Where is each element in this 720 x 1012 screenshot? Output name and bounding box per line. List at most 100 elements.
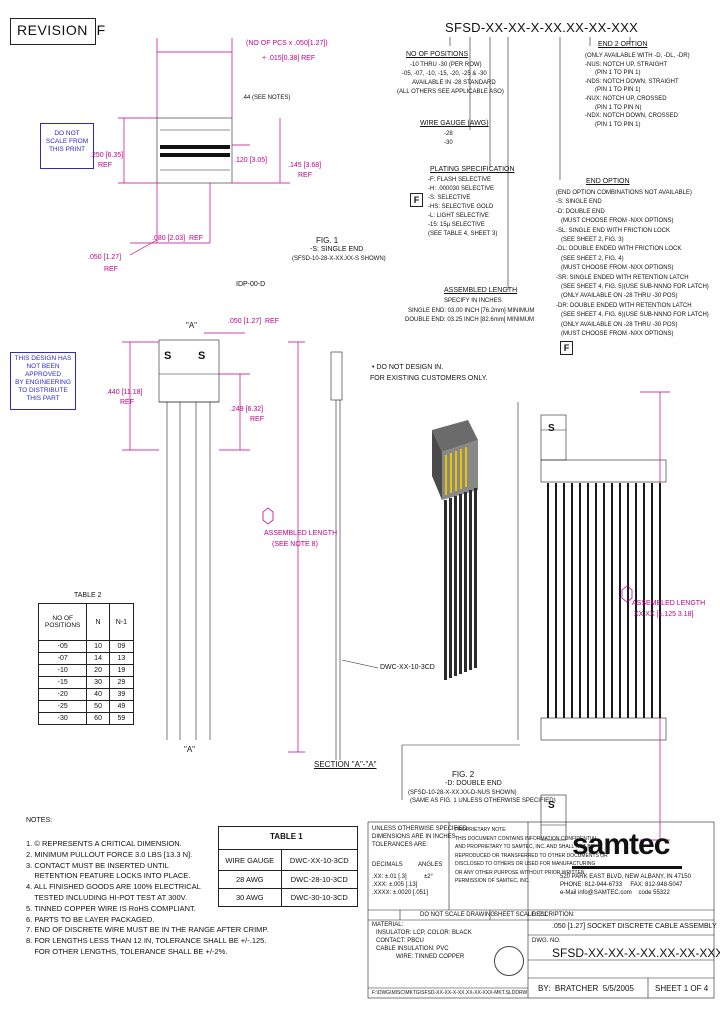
drawn-by: BY: BRATCHER 5/5/2005 [538,984,634,993]
design-note-line4: TO DISTRIBUTE [18,387,68,394]
end2-option-line-9: (PIN 1 TO PIN 1) [585,121,641,128]
wire-gauge-30: -30 [444,140,453,146]
note-line-8: 6. PARTS TO BE LAYER PACKAGED. [26,914,155,924]
address-line3: e-Mail info@SAMTEC.com code 55322 [560,890,670,896]
note-line-1: 1. © REPRESENTS A CRITICAL DIMENSION. [26,839,182,848]
end2-option-line-6: -NUX: NOTCH UP, CROSSED [585,96,667,102]
idp-label: IDP-00-D [236,281,266,288]
table1-header-dwc: DWC-XX-10-3CD [280,849,359,871]
material-cable: CABLE INSULATION: PVC [376,946,449,952]
table1-header-row: WIRE GAUGE DWC-XX-10-3CD [218,849,359,871]
do-not-design-line1: • DO NOT DESIGN IN. [372,364,444,371]
end-option-line-7: -DL: DOUBLE ENDED WITH FRICTION LOCK [556,246,682,253]
side-dim-440-ref: REF [120,399,134,406]
unless-line3: TOLERANCES ARE: [372,842,428,848]
table2-cell: 20 [86,664,110,677]
address-line2: PHONE: 812-944-6733 FAX: 812-948-5047 [560,882,683,888]
assembled-length-line1: SPECIFY IN INCHES [444,298,502,304]
proprietary-line-4: REPRODUCED OR TRANSFERRED TO OTHER DOCUM… [455,852,608,859]
description-text: .050 [1.27] SOCKET DISCRETE CABLE ASSEMB… [552,923,717,930]
section-a-bottom: "A" [184,745,196,754]
table2-cell: 09 [108,640,135,653]
end-option-line-1: (END OPTION COMBINATIONS NOT AVAILABLE) [556,190,692,196]
fig2-contact-mark-top: S [548,423,555,434]
end2-option-line-5: (PIN 1 TO PIN 1) [585,87,641,94]
fig1-subtitle: -S: SINGLE END [310,246,364,253]
end-option-line-16: (MUST CHOOSE FROM -NXX OPTIONS) [556,331,674,337]
samtec-logo-underline [572,866,682,869]
dwc-label: DWC-XX-10-3CD [380,664,435,671]
table1-cell: 30 AWG [218,888,282,907]
table2-header-n1: N-1 [108,603,135,641]
plating-line4: -HS: SELECTIVE GOLD [428,204,494,210]
see-notes-label: .44 (SEE NOTES) [242,95,291,101]
angle-tol: ±2° [424,874,434,880]
table2-cell: 49 [108,700,135,713]
design-note-line1: THIS DESIGN HAS [14,355,72,362]
assembled-length-left-1: ASSEMBLED LENGTH [264,530,338,537]
dim-145-ref: REF [298,172,312,179]
material-insulator: INSULATOR: LCP, COLOR: BLACK [376,930,472,936]
tol-xxxx: .XXXX: ±.0020 [.051] [372,890,428,896]
notes-title: NOTES: [26,817,53,824]
table2-cell: 30 [86,676,110,689]
table2-cell: 13 [108,652,135,665]
plating-title: PLATING SPECIFICATION [430,166,515,173]
table2-cell: -15 [37,676,88,689]
end2-option-line-2: -NUS: NOTCH UP, STRAIGHT [585,61,668,68]
proprietary-line-1: PROPRIETARY NOTE [455,827,506,833]
do-not-scale-box: DO NOT SCALE FROM THIS PRINT [40,123,94,169]
table2-cell: 50 [86,700,110,713]
fig2-title: FIG. 2 [452,770,475,779]
unless-line1: UNLESS OTHERWISE SPECIFIED, [372,826,469,832]
table1-cell: 28 AWG [218,870,282,889]
end-option-line-6: (SEE SHEET 2, FIG. 3) [556,237,624,243]
fig1-shown: (SFSD-10-28-X-XX.XX-S SHOWN) [292,256,386,262]
fig1-title: FIG. 1 [316,236,339,245]
do-not-scale-drawing: DO NOT SCALE DRAWING [420,912,496,918]
tol-xx: .XX: ±.01 [.3] [372,874,407,880]
end-option-line-12: (ONLY AVAILABLE ON -28 THRU -30 POS) [556,293,678,300]
note-line-5: 4. ALL FINISHED GOODS ARE 100% ELECTRICA… [26,882,201,892]
side-dim-249-ref: REF [250,416,264,423]
file-path: F:\DWG\MISC\MKTG\SFSD-XX-XX-X-XX.XX-XX-X… [372,990,528,996]
no-positions-line4: (ALL OTHERS SEE APPLICABLE ASO) [397,89,504,95]
end2-option-line-4: -NDS: NOTCH DOWN, STRAIGHT [585,78,679,85]
address-line1: 520 PARK EAST BLVD, NEW ALBANY, IN 47150 [560,874,691,880]
dim-250-ref: REF [98,162,112,169]
end2-option-line-3: (PIN 1 TO PIN 1) [585,70,641,77]
design-note-line3: BY ENGINEERING [15,379,71,386]
end-option-revision-flag: F [560,341,573,355]
table2-cell: 10 [86,640,110,653]
dim-120: .120 [3.05] [234,157,268,164]
no-positions-title: NO OF POSITIONS [406,51,469,58]
proprietary-line-6: OR ANY OTHER PURPOSE WITHOUT PRIOR WRITT… [455,869,585,876]
revision-label: REVISION F [17,22,106,38]
end-option-line-13: -DR: DOUBLE ENDED WITH RETENTION LATCH [556,302,692,309]
proprietary-line-3: AND PROPRIETARY TO SAMTEC, INC. AND SHAL… [455,844,595,850]
note-line-10: 8. FOR LENGTHS LESS THAN 12 IN, TOLERANC… [26,936,267,946]
end-option-line-15: (ONLY AVAILABLE ON -28 THRU -30 POS) [556,321,678,328]
note-line-2: 2. MINIMUM PULLOUT FORCE 3.0 LBS [13.3 N… [26,849,193,859]
dim-250: .250 [6.35] [90,152,124,159]
table2-cell: 14 [86,652,110,665]
design-note-line2: NOT BEEN APPROVED [24,363,62,378]
description-label: DESCRIPTION: [532,912,575,918]
dim-080: .080 [2.03] REF [152,235,203,242]
do-not-scale-line3: THIS PRINT [48,146,86,153]
table2-header-n: N [86,603,110,641]
end-option-line-3: -D: DOUBLE END [556,208,605,215]
table2-header-row: NO OF POSITIONS N N-1 [37,603,135,641]
end2-option-title: END 2 OPTION [598,41,648,48]
design-note-box: THIS DESIGN HAS NOT BEEN APPROVED BY ENG… [10,352,76,410]
table2-cell: -20 [37,688,88,701]
end2-option-line-7: (PIN 1 TO PIN N) [585,104,642,111]
fig2-shown: (SFSD-10-28-X-XX.XX-D-NUS SHOWN) [408,790,517,796]
